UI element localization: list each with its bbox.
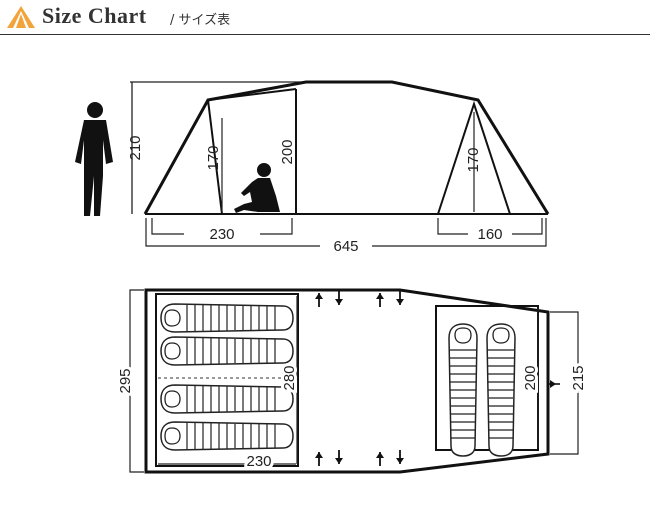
person-standing-icon <box>75 102 113 216</box>
floor-outline <box>144 288 550 474</box>
label-height-210: 210 <box>127 135 144 160</box>
label-height-170-left: 170 <box>205 145 222 170</box>
label-length-645: 645 <box>333 238 358 255</box>
door-arrow-icon <box>375 449 405 467</box>
door-arrow-icon <box>375 290 405 308</box>
person-sitting-icon <box>234 163 280 213</box>
tent-side-outline <box>143 80 550 215</box>
sleeping-bag-icon <box>486 323 516 457</box>
header: Size Chart / サイズ表 <box>0 0 650 36</box>
label-height-200: 200 <box>279 139 296 164</box>
page-title: Size Chart <box>42 3 147 28</box>
sleeping-bag-icon <box>448 323 478 457</box>
side-view: 210 170 200 170 <box>75 80 550 255</box>
sleeping-bag-icon <box>160 421 294 451</box>
floor-plan: 295 280 230 200 215 <box>114 288 590 474</box>
label-width-215: 215 <box>570 365 587 390</box>
page-subtitle: / サイズ表 <box>170 13 231 28</box>
label-width-160: 160 <box>477 226 502 243</box>
label-width-295: 295 <box>117 368 134 393</box>
header-divider <box>0 34 650 35</box>
tent-logo-icon <box>7 6 35 28</box>
door-arrow-icon <box>314 449 344 467</box>
label-width-230: 230 <box>209 226 234 243</box>
label-width-280: 280 <box>281 365 298 390</box>
label-height-170-right: 170 <box>465 147 482 172</box>
sleeping-bag-icon <box>160 303 294 333</box>
label-width-200-floor: 200 <box>522 365 539 390</box>
height-total-dimension <box>130 81 306 214</box>
door-arrow-icon <box>314 290 344 308</box>
door-arrow-icon <box>548 380 560 388</box>
sleeping-bag-icon <box>160 384 294 414</box>
label-length-230-floor: 230 <box>246 453 271 470</box>
inner-room-left <box>155 293 299 467</box>
sleeping-bag-icon <box>160 336 294 366</box>
